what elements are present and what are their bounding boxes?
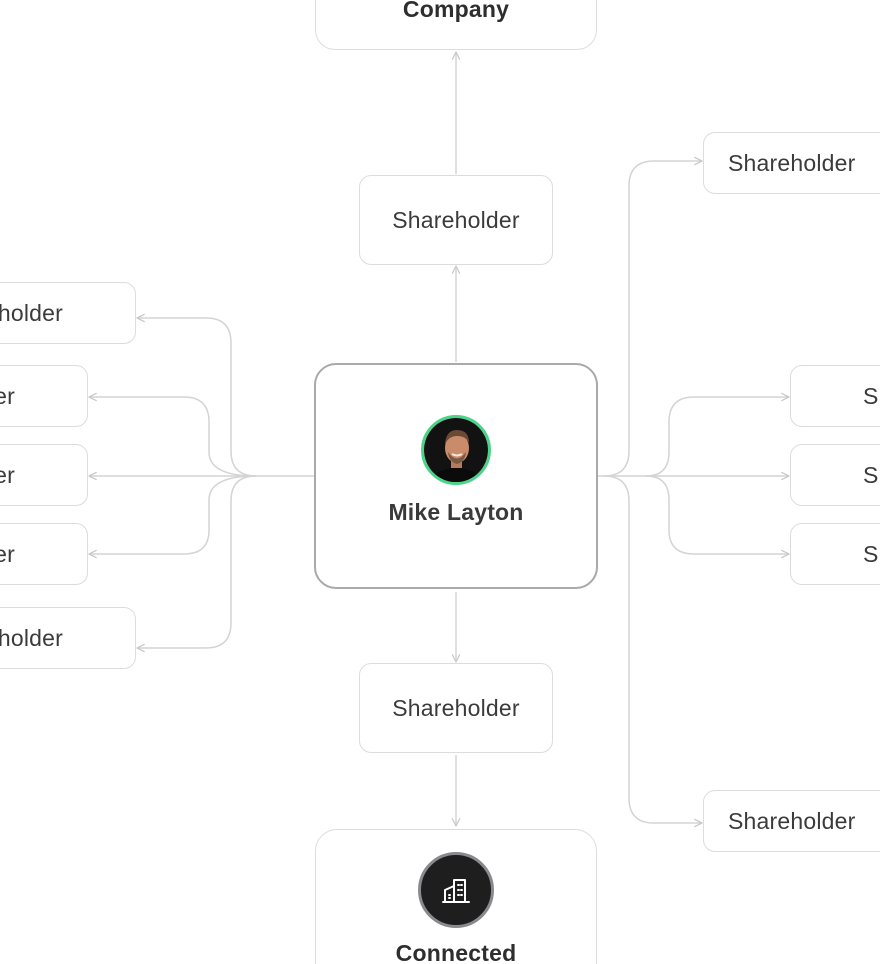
company-label: Company <box>402 0 510 22</box>
shareholder-node-right-2[interactable]: Shareholder <box>790 365 880 427</box>
shareholder-node-left-2[interactable]: Shareholder <box>0 365 88 427</box>
shareholder-node-left-1[interactable]: Shareholder <box>0 282 136 344</box>
shareholder-node-right-4[interactable]: Shareholder <box>790 523 880 585</box>
shareholder-node-right-1[interactable]: Shareholder <box>703 132 880 194</box>
shareholder-label: Shareholder <box>392 206 520 233</box>
connector-left-5 <box>136 475 257 653</box>
shareholder-label: Shareholder <box>392 694 520 721</box>
avatar <box>421 414 491 485</box>
shareholder-label: Shareholder <box>863 382 880 409</box>
connector-right-5 <box>603 475 703 828</box>
person-name: Mike Layton <box>388 498 524 525</box>
shareholder-label: Shareholder <box>0 382 15 409</box>
shareholder-node-left-5[interactable]: Shareholder <box>0 607 136 669</box>
shareholder-label: Shareholder <box>0 461 15 488</box>
connector-left-2 <box>88 392 257 477</box>
connector-right-4 <box>645 475 790 559</box>
shareholder-node-left-4[interactable]: Shareholder <box>0 523 88 585</box>
connector-right-2 <box>645 392 790 477</box>
center-person-node[interactable]: Mike Layton <box>314 363 598 589</box>
shareholder-node-upper[interactable]: Shareholder <box>359 175 553 265</box>
shareholder-label: Shareholder <box>863 461 880 488</box>
connected-node[interactable]: Connected <box>315 829 597 964</box>
shareholder-label: Shareholder <box>0 299 63 326</box>
shareholder-label: Shareholder <box>728 149 856 176</box>
shareholder-label: Shareholder <box>863 540 880 567</box>
shareholder-node-right-3[interactable]: Shareholder <box>790 444 880 506</box>
shareholder-node-left-3[interactable]: Shareholder <box>0 444 88 506</box>
connector-right-1 <box>603 156 703 477</box>
shareholder-label: Shareholder <box>728 807 856 834</box>
company-node[interactable]: Company <box>315 0 597 50</box>
shareholder-node-right-5[interactable]: Shareholder <box>703 790 880 852</box>
connected-label: Connected <box>395 940 517 964</box>
connector-left-4 <box>88 475 257 559</box>
shareholder-label: Shareholder <box>0 540 15 567</box>
shareholder-label: Shareholder <box>0 624 63 651</box>
shareholder-node-lower[interactable]: Shareholder <box>359 663 553 753</box>
connector-left-1 <box>136 313 257 477</box>
building-icon <box>418 852 494 928</box>
